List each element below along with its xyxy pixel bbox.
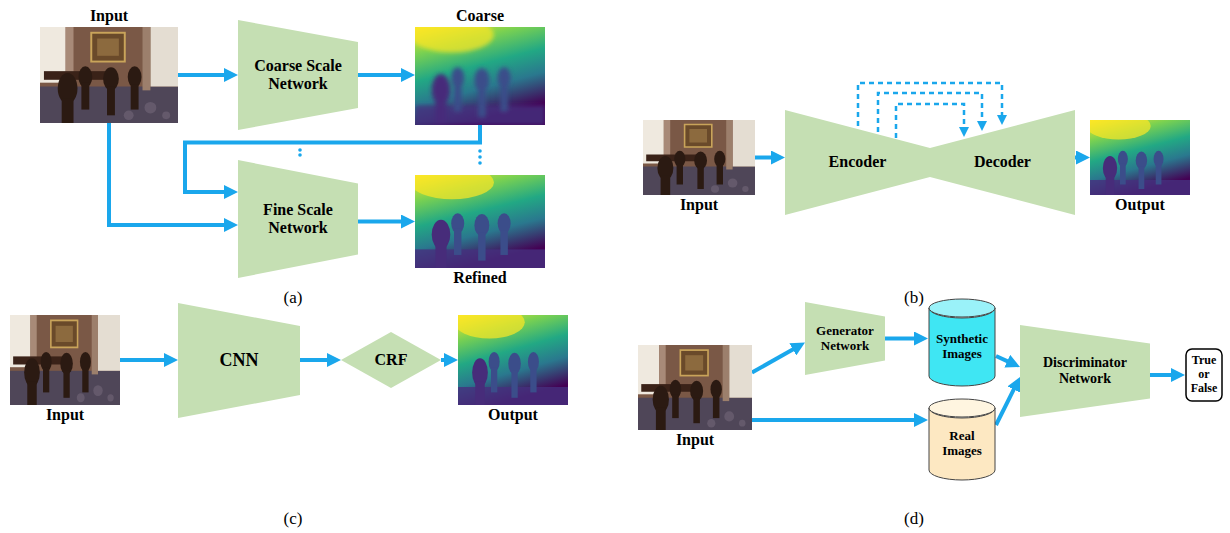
network-label: Decoder: [930, 153, 1075, 171]
image-label: Refined: [453, 269, 506, 287]
image-label: Input: [676, 431, 714, 449]
picture: [458, 315, 568, 405]
flow-arrow: [358, 220, 405, 224]
panel-label-holder: (b): [904, 288, 924, 308]
picture: [10, 315, 120, 405]
flow-arrow: [1150, 373, 1175, 377]
network-label: CRF: [375, 351, 408, 369]
flow-arrow: [755, 156, 775, 160]
flow-arrow: [441, 358, 448, 362]
flow-arrow: [885, 337, 918, 341]
trapezoid-outline: [805, 302, 885, 375]
flow-arrow: [996, 356, 1011, 363]
panel-label-holder: (a): [284, 288, 303, 308]
flow-arrow: [752, 347, 796, 372]
trapezoid-outline: [238, 20, 358, 130]
image-label: Coarse: [456, 7, 504, 25]
input-photo: Input: [40, 27, 178, 123]
panel-label: (c): [284, 509, 303, 528]
network-trapezoid: Discriminator Network: [1020, 325, 1150, 417]
cylinder-top: [929, 299, 995, 317]
picture: [1090, 120, 1190, 195]
network-label: CNN: [220, 350, 259, 371]
network-label: Coarse Scale Network: [245, 57, 351, 94]
trapezoid-outline: [1020, 325, 1150, 417]
picture: [638, 345, 752, 430]
cylinder-body: [929, 408, 995, 480]
photo-image: [638, 345, 752, 430]
panel-label: (d): [904, 509, 924, 528]
database-label: Synthetic Images: [932, 332, 992, 362]
image-label: Output: [488, 406, 538, 424]
image-database: Real Images: [928, 398, 996, 480]
picture: [415, 27, 545, 125]
shape-outline: [785, 110, 1075, 215]
image-label: Input: [680, 196, 718, 214]
flow-arrow: [996, 386, 1016, 425]
diamond-outline: [341, 332, 441, 388]
skip-connections: [858, 83, 1002, 138]
database-label: Real Images: [932, 429, 992, 459]
flow-arrow: [358, 73, 405, 77]
depth-map: Output: [1090, 120, 1190, 195]
photo-image: [410, 166, 545, 268]
flow-arrow: [120, 358, 168, 362]
photo-image: [1086, 113, 1190, 196]
trapezoid-outline: [238, 160, 358, 278]
network-trapezoid: Coarse Scale Network: [238, 20, 358, 130]
photo-image: [454, 306, 568, 405]
network-label: Generator Network: [812, 324, 878, 354]
encoder-decoder: EncoderDecoder: [785, 110, 1075, 215]
flow-arrow: [109, 123, 228, 225]
photo-image: [10, 315, 120, 405]
depth-map: Coarse: [415, 27, 545, 125]
cylinder-top: [929, 399, 995, 417]
input-photo: Input: [643, 120, 755, 195]
network-label: Discriminator Network: [1027, 355, 1143, 387]
panel-label-holder: (d): [904, 509, 924, 529]
network-trapezoid: Fine Scale Network: [238, 160, 358, 278]
cylinder-body: [929, 308, 995, 386]
network-label: Fine Scale Network: [245, 201, 351, 238]
photo-image: [643, 120, 755, 195]
input-photo: Input: [10, 315, 120, 405]
image-label: Input: [90, 7, 128, 25]
picture: [415, 175, 545, 268]
panel-label: (a): [284, 288, 303, 307]
network-label: Encoder: [785, 153, 930, 171]
bowtie-outline: [785, 110, 1075, 215]
photo-image: [410, 17, 545, 125]
flow-arrow: [178, 73, 228, 77]
photo-image: [40, 27, 178, 123]
flow-arrow: [752, 418, 918, 422]
depth-map: Output: [458, 315, 568, 405]
flow-arrow: [1075, 156, 1080, 160]
trapezoid-outline: [178, 303, 300, 418]
flow-arrow: [300, 358, 331, 362]
picture: [643, 120, 755, 195]
image-label: Input: [46, 406, 84, 424]
iteration-dots: [298, 148, 482, 165]
output-label: True or False: [1188, 354, 1220, 395]
output-box: True or False: [1185, 348, 1223, 402]
box-outline: [1186, 349, 1222, 401]
crf-diamond: CRF: [341, 332, 441, 388]
image-database: Synthetic Images: [928, 298, 996, 386]
network-trapezoid: CNN: [178, 303, 300, 418]
image-label: Output: [1115, 196, 1165, 214]
input-photo: Input: [638, 345, 752, 430]
panel-label: (b): [904, 288, 924, 307]
depth-map: Refined: [415, 175, 545, 268]
panel-label-holder: (c): [284, 509, 303, 529]
network-trapezoid: Generator Network: [805, 302, 885, 375]
picture: [40, 27, 178, 123]
